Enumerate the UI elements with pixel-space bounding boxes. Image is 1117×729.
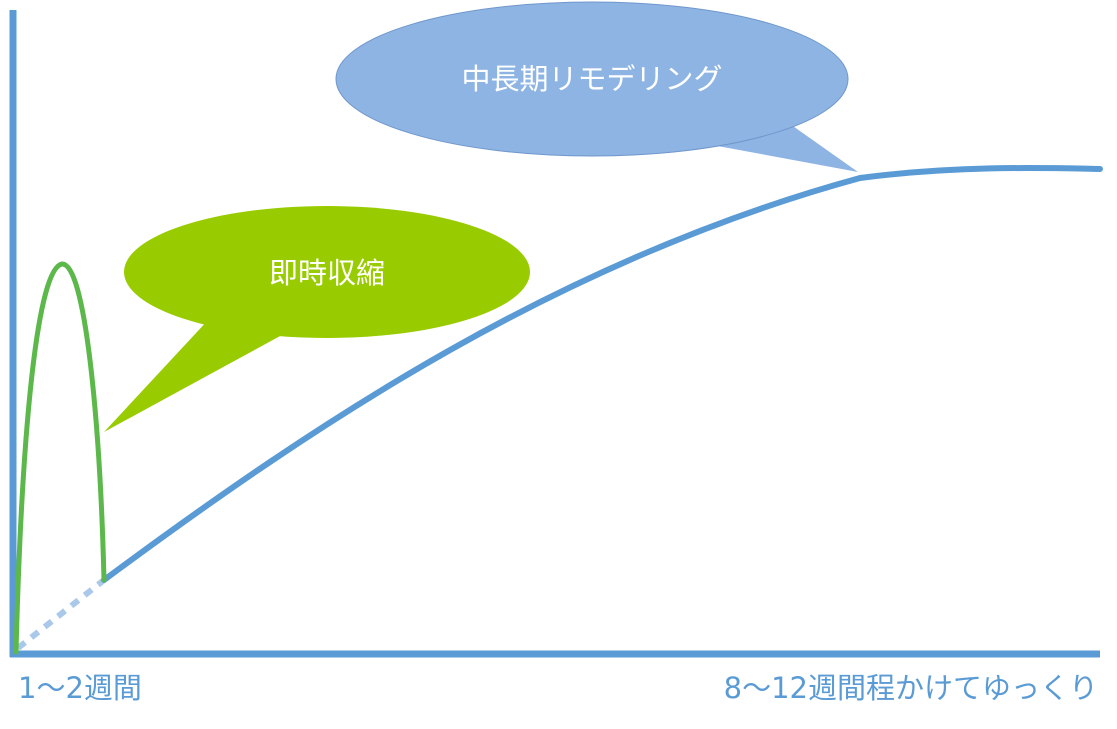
contraction-bubble-tail <box>104 318 282 432</box>
remodeling-curve <box>101 164 1103 583</box>
contraction-bubble: 即時収縮 <box>104 206 530 432</box>
remodeling-bubble-body <box>335 1 849 157</box>
dotted-start-line <box>16 577 106 651</box>
remodeling-bubble-text: 中長期リモデリング <box>461 62 722 96</box>
long-term-label: 8～12週間程かけてゆっくり <box>724 671 1098 705</box>
remodeling-bubble: 中長期リモデリング <box>335 1 858 172</box>
short-term-label: 1～2週間 <box>18 671 142 705</box>
contraction-bubble-body <box>124 206 530 338</box>
contraction-curve <box>13 261 107 655</box>
contraction-bubble-text: 即時収縮 <box>269 256 385 290</box>
